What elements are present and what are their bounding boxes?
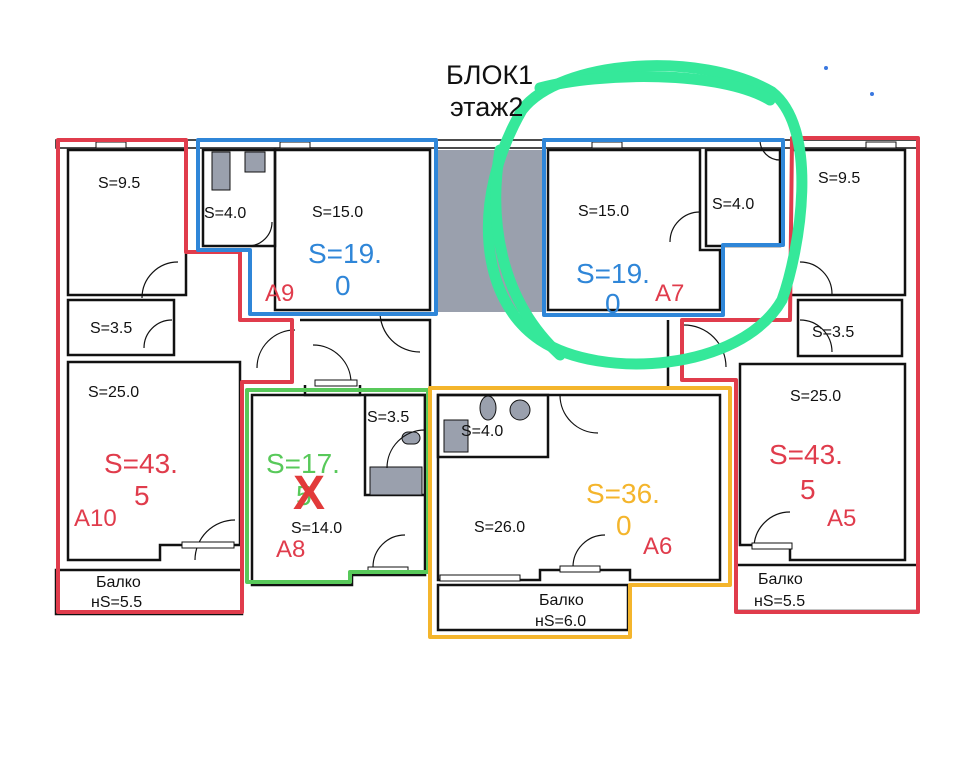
- highlight-marker: [482, 60, 808, 370]
- a9-id: A9: [265, 280, 295, 307]
- a7-total-area-line1: S=19.: [576, 258, 650, 289]
- a5-outline: [680, 136, 920, 614]
- a8-total-area-line2: 5: [296, 480, 312, 511]
- a10-balcony-label-line1: Балко: [96, 574, 141, 591]
- a5-room-3-area: S=25.0: [790, 388, 842, 405]
- a8-id: A8: [276, 536, 306, 563]
- a5-balcony-label-line1: Балко: [758, 571, 803, 588]
- a9-room-1-area: S=4.0: [204, 205, 247, 222]
- a8-cross-mark: X: [293, 467, 326, 520]
- a6-id: A6: [643, 533, 673, 560]
- a5-total-area-line2: 5: [800, 474, 816, 505]
- a8-room-1-area: S=3.5: [367, 409, 410, 426]
- a7-room-2-area: S=4.0: [712, 196, 755, 213]
- marker-dots: [824, 66, 874, 96]
- block-title: БЛОК1: [446, 60, 534, 90]
- a7-id: A7: [655, 280, 685, 307]
- a5-room-2-area: S=3.5: [812, 324, 855, 341]
- a7-outline: [542, 138, 785, 317]
- a10-room-1-area: S=9.5: [98, 175, 141, 192]
- a6-room-1-area: S=4.0: [461, 423, 504, 440]
- a6-balcony-label-line2: нS=6.0: [535, 613, 587, 630]
- a5-balcony-label-line2: нS=5.5: [754, 593, 806, 610]
- a7-total-area-line2: 0: [605, 288, 621, 319]
- a9-outline: [196, 138, 438, 316]
- a10-total-area-line2: 5: [134, 480, 150, 511]
- a5-room-1-area: S=9.5: [818, 170, 861, 187]
- a5-total-area-line1: S=43.: [769, 439, 843, 470]
- a9-room-2-area: S=15.0: [312, 204, 364, 221]
- a6-balcony-label-line1: Балко: [539, 592, 584, 609]
- a6-total-area-line2: 0: [616, 510, 632, 541]
- a5-id: A5: [827, 505, 857, 532]
- a10-room-2-area: S=3.5: [90, 320, 133, 337]
- doors: [141, 139, 833, 568]
- a9-total-area-line1: S=19.: [308, 238, 382, 269]
- a9-total-area-line2: 0: [335, 270, 351, 301]
- apartment-outlines: [56, 136, 920, 639]
- floor-title: этаж2: [450, 92, 524, 122]
- a10-room-3-area: S=25.0: [88, 384, 140, 401]
- a10-outline: [56, 138, 294, 614]
- a7-room-1-area: S=15.0: [578, 203, 630, 220]
- a6-total-area-line1: S=36.: [586, 478, 660, 509]
- a10-id: A10: [74, 505, 117, 532]
- a10-total-area-line1: S=43.: [104, 448, 178, 479]
- a6-outline: [428, 386, 732, 639]
- a6-room-2-area: S=26.0: [474, 519, 526, 536]
- a10-balcony-label-line2: нS=5.5: [91, 594, 143, 611]
- a8-total-area-line1: S=17.: [266, 448, 340, 479]
- a8-room-2-area: S=14.0: [291, 520, 343, 537]
